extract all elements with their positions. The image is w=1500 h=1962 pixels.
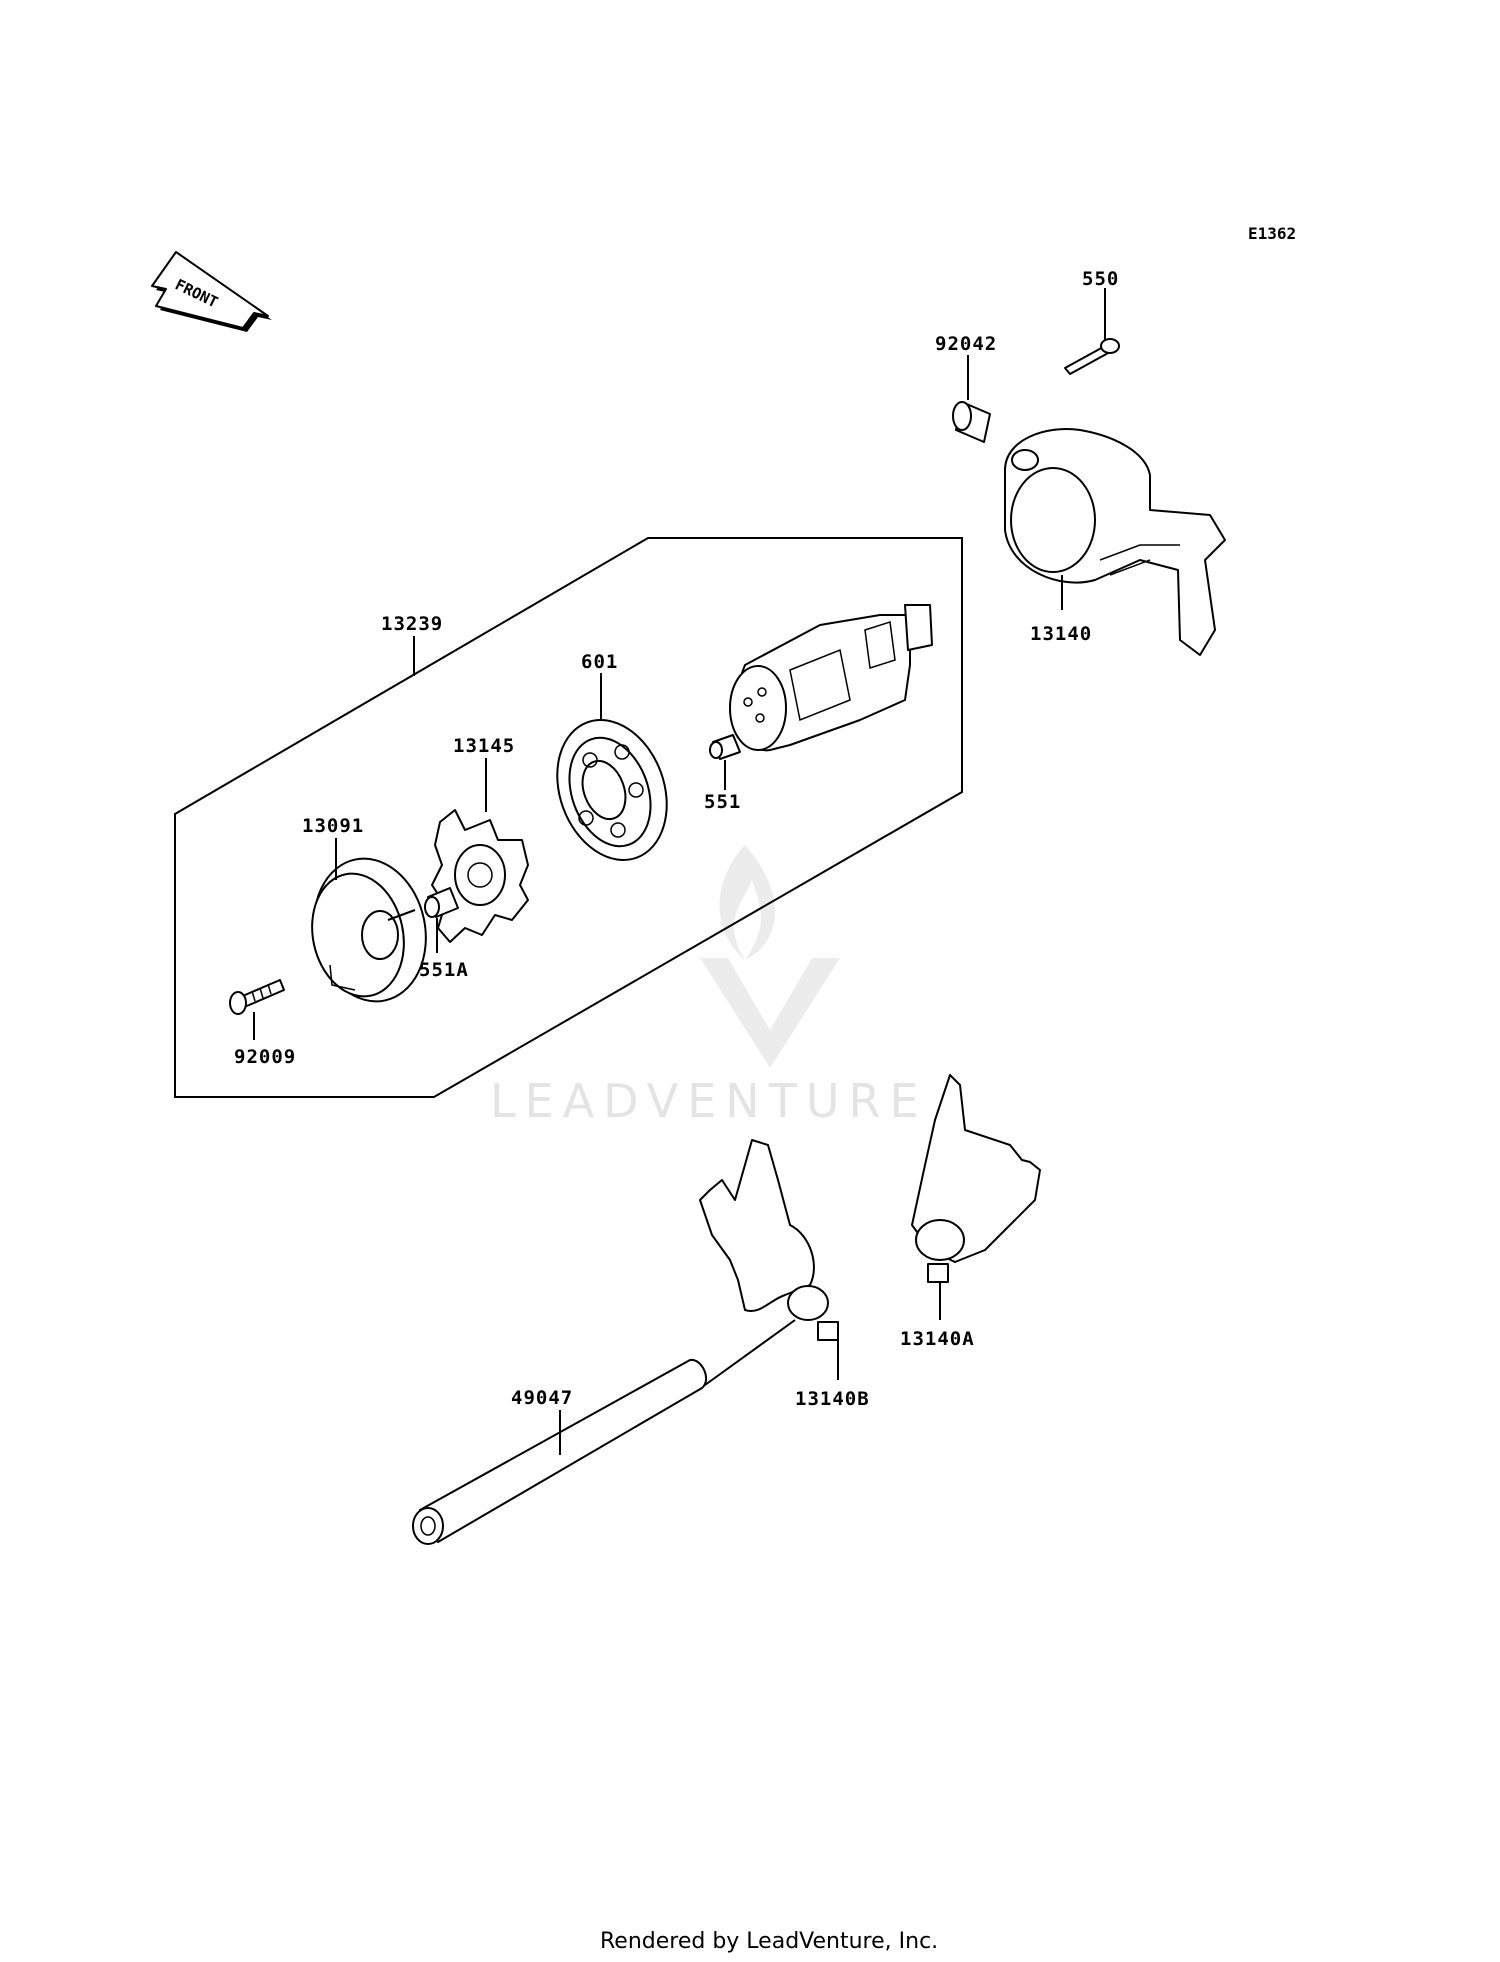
shift-rod-49047	[412, 1358, 708, 1545]
shift-drum	[729, 604, 933, 752]
part-labels: 550 92042 13140 13239 601 13145 551 1309…	[234, 268, 1119, 1410]
screw-92009	[229, 979, 285, 1015]
label-551A[interactable]: 551A	[419, 959, 469, 981]
kit-boundary-13239	[174, 537, 963, 1098]
watermark-logo: LEADVENTURE	[490, 845, 928, 1128]
label-13145[interactable]: 13145	[453, 735, 515, 757]
cotter-pin-550	[1064, 338, 1120, 375]
label-13239[interactable]: 13239	[381, 613, 443, 635]
label-13140B[interactable]: 13140B	[795, 1388, 870, 1410]
label-601[interactable]: 601	[581, 651, 618, 673]
label-92042[interactable]: 92042	[935, 333, 997, 355]
label-13140[interactable]: 13140	[1030, 623, 1092, 645]
label-550[interactable]: 550	[1082, 268, 1119, 290]
shift-fork-13140B	[699, 1139, 839, 1341]
label-13140A[interactable]: 13140A	[900, 1328, 975, 1350]
front-arrow-icon: FRONT	[151, 251, 272, 332]
label-13091[interactable]: 13091	[302, 815, 364, 837]
leader-lines	[253, 288, 1106, 1455]
star-gear-13145	[431, 809, 529, 943]
pin-92042	[952, 401, 991, 443]
pin-551A	[424, 887, 459, 918]
pin-551	[709, 734, 741, 760]
label-92009[interactable]: 92009	[234, 1046, 296, 1068]
shift-fork-13140A	[911, 1074, 1041, 1283]
diagram-ref: E1362	[1248, 224, 1296, 243]
label-49047[interactable]: 49047	[511, 1387, 573, 1409]
shift-fork-13140	[1004, 428, 1226, 656]
label-551[interactable]: 551	[704, 791, 741, 813]
watermark-text: LEADVENTURE	[490, 1074, 928, 1128]
bearing-601	[556, 719, 668, 861]
cam-plate-13091	[311, 857, 427, 1003]
footer-credit: Rendered by LeadVenture, Inc.	[600, 1929, 938, 1954]
